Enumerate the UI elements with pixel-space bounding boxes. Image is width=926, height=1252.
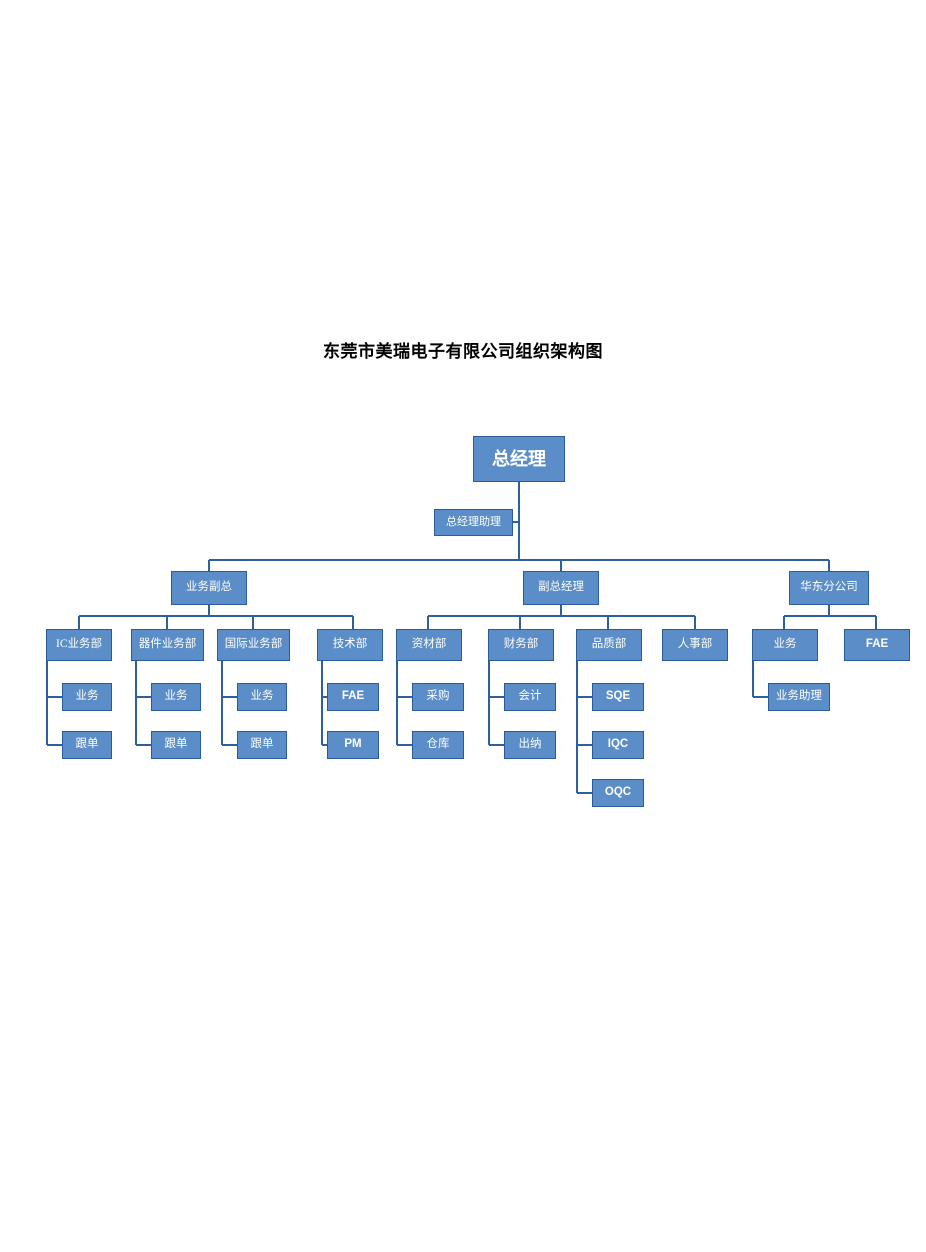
node-hr-department[interactable]: 人事部 <box>662 629 728 661</box>
node-vp-sales[interactable]: 业务副总 <box>171 571 247 605</box>
node-technology-fae[interactable]: FAE <box>327 683 379 711</box>
node-warehouse[interactable]: 仓库 <box>412 731 464 759</box>
node-device-merchandiser[interactable]: 跟单 <box>151 731 201 759</box>
node-quality-iqc[interactable]: IQC <box>592 731 644 759</box>
node-cashier[interactable]: 出纳 <box>504 731 556 759</box>
node-branch-sales[interactable]: 业务 <box>752 629 818 661</box>
node-technology-department[interactable]: 技术部 <box>317 629 383 661</box>
node-branch-fae[interactable]: FAE <box>844 629 910 661</box>
node-ic-sales-department[interactable]: IC业务部 <box>46 629 112 661</box>
node-technology-pm[interactable]: PM <box>327 731 379 759</box>
node-gm-assistant[interactable]: 总经理助理 <box>434 509 513 536</box>
node-material-department[interactable]: 资材部 <box>396 629 462 661</box>
node-international-sales-staff[interactable]: 业务 <box>237 683 287 711</box>
node-device-sales-department[interactable]: 器件业务部 <box>131 629 204 661</box>
node-ic-sales-staff[interactable]: 业务 <box>62 683 112 711</box>
node-east-china-branch[interactable]: 华东分公司 <box>789 571 869 605</box>
node-branch-sales-assistant[interactable]: 业务助理 <box>768 683 830 711</box>
node-quality-department[interactable]: 品质部 <box>576 629 642 661</box>
node-general-manager[interactable]: 总经理 <box>473 436 565 482</box>
node-deputy-general-manager[interactable]: 副总经理 <box>523 571 599 605</box>
node-purchasing[interactable]: 采购 <box>412 683 464 711</box>
page-title: 东莞市美瑞电子有限公司组织架构图 <box>323 342 603 361</box>
node-device-sales-staff[interactable]: 业务 <box>151 683 201 711</box>
node-accounting[interactable]: 会计 <box>504 683 556 711</box>
node-international-merchandiser[interactable]: 跟单 <box>237 731 287 759</box>
node-finance-department[interactable]: 财务部 <box>488 629 554 661</box>
node-quality-sqe[interactable]: SQE <box>592 683 644 711</box>
node-ic-merchandiser[interactable]: 跟单 <box>62 731 112 759</box>
node-quality-oqc[interactable]: OQC <box>592 779 644 807</box>
node-international-sales-department[interactable]: 国际业务部 <box>217 629 290 661</box>
